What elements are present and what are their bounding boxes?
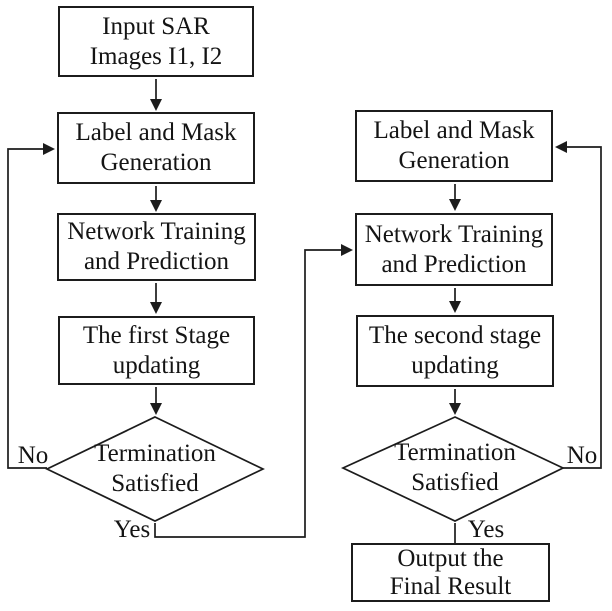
- decision-diamond-2: [340, 416, 565, 522]
- second-stage-updating-box: The second stage updating: [356, 315, 554, 387]
- input-sar-images-box: Input SAR Images I1, I2: [58, 6, 254, 77]
- no-label-2: No: [566, 442, 598, 469]
- arrow-yes-to-stage2: [154, 244, 353, 538]
- network-training-box-1: Network Training and Prediction: [57, 213, 256, 281]
- decision-diamond-1: [45, 416, 265, 522]
- first-stage-updating-box: The first Stage updating: [58, 316, 255, 385]
- output-final-result-box: Output the Final Result: [351, 543, 550, 602]
- no-label-1: No: [17, 442, 49, 469]
- arrow-no-loop-1: [7, 143, 55, 469]
- network-training-box-2: Network Training and Prediction: [355, 213, 553, 286]
- label-mask-generation-box-2: Label and Mask Generation: [355, 110, 553, 182]
- yes-label-2: Yes: [467, 516, 505, 543]
- arrow-no-loop-2: [555, 141, 602, 469]
- label-mask-generation-box-1: Label and Mask Generation: [57, 112, 255, 184]
- yes-label-1: Yes: [113, 516, 151, 543]
